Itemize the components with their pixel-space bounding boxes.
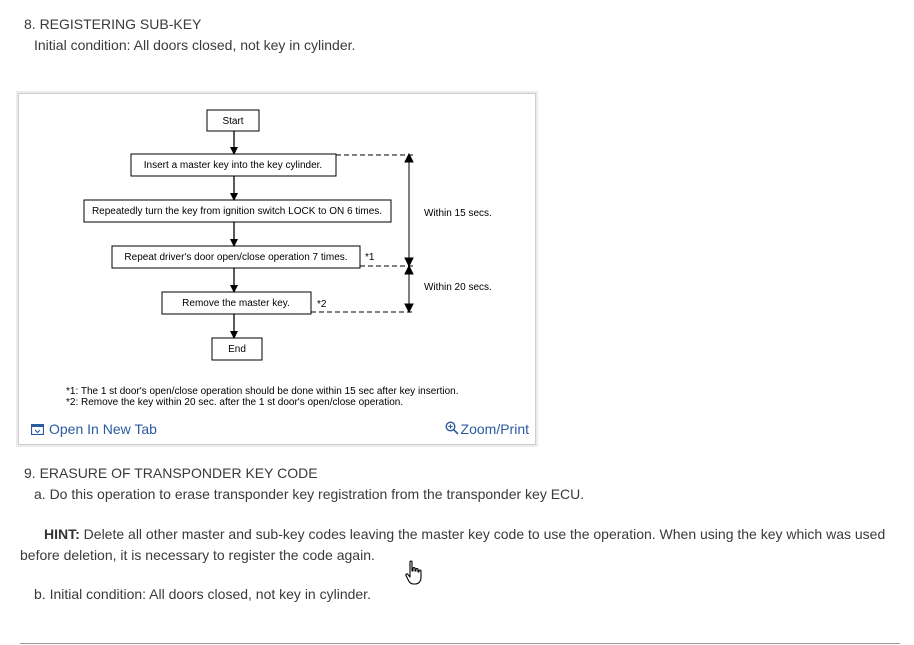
hand-pointer-icon xyxy=(404,560,426,591)
hint-text: Delete all other master and sub-key code… xyxy=(20,526,886,563)
flow-turn-text: Repeatedly turn the key from ignition sw… xyxy=(92,206,382,217)
open-in-new-tab-link[interactable]: Open In New Tab xyxy=(30,421,157,438)
section-9-title: 9. ERASURE OF TRANSPONDER KEY CODE xyxy=(24,465,318,481)
section-9-item-a: a. Do this operation to erase transponde… xyxy=(34,486,585,502)
section-8-title: 8. REGISTERING SUB-KEY xyxy=(24,16,202,32)
flow-marker-1: *1 xyxy=(365,252,375,263)
timing-label-15: Within 15 secs. xyxy=(424,208,492,219)
open-new-tab-icon xyxy=(30,422,45,438)
flow-end-text: End xyxy=(228,344,246,355)
flow-start-text: Start xyxy=(222,116,243,127)
zoom-print-label: Zoom/Print xyxy=(460,421,529,437)
flow-remove-text: Remove the master key. xyxy=(182,298,290,309)
hint-paragraph: HINT: Delete all other master and sub-ke… xyxy=(20,524,900,566)
flowchart-figure: Start Insert a master key into the key c… xyxy=(18,93,536,445)
timing-label-20: Within 20 secs. xyxy=(424,282,492,293)
flow-insert-text: Insert a master key into the key cylinde… xyxy=(144,160,322,171)
section-8-condition: Initial condition: All doors closed, not… xyxy=(34,37,356,53)
flowchart-diagram: Start Insert a master key into the key c… xyxy=(66,109,492,408)
flow-start-box xyxy=(206,109,260,132)
section-9-item-b: b. Initial condition: All doors closed, … xyxy=(34,586,371,602)
timing-guides xyxy=(311,154,415,313)
flow-marker-2: *2 xyxy=(317,299,327,310)
timing-brackets xyxy=(404,152,414,314)
footnote-2: *2: Remove the key within 20 sec. after … xyxy=(66,397,403,408)
flow-repeat-text: Repeat driver's door open/close operatio… xyxy=(124,252,347,263)
zoom-icon xyxy=(445,421,459,438)
open-in-new-tab-label: Open In New Tab xyxy=(49,421,157,437)
zoom-print-link[interactable]: Zoom/Print xyxy=(445,421,529,438)
divider xyxy=(20,643,900,644)
footnote-1: *1: The 1 st door's open/close operation… xyxy=(66,386,459,397)
hint-label: HINT: xyxy=(44,526,80,542)
